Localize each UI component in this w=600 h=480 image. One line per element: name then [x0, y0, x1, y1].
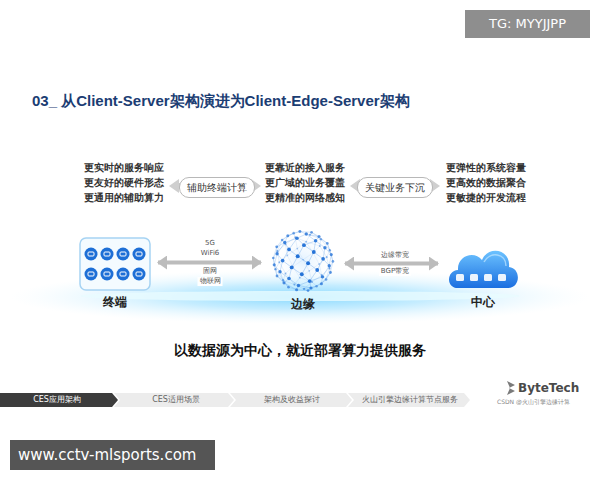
link-arrow [158, 261, 261, 265]
edge-node: 边缘 [267, 228, 339, 311]
caption: 以数据源为中心，就近部署算力提供服务 [0, 342, 600, 360]
sphere-illustration [267, 228, 339, 294]
relation-box: 辅助终端计算 [179, 177, 255, 198]
watermark: TG: MYYJJPP [465, 10, 590, 38]
nav-tab: CES应用架构 [33, 395, 81, 405]
source-note: CSDN @火山引擎边缘计算 [497, 398, 570, 406]
terminal-illustration [78, 236, 152, 292]
sphere-icon [267, 228, 339, 294]
link-label: BGP带宽 [379, 267, 411, 276]
nav-tab: 火山引擎边缘计算节点服务 [362, 395, 458, 405]
brand-name: ByteTech [518, 381, 579, 395]
link-label: 边缘带宽 [379, 251, 411, 260]
node-label: 边缘 [267, 297, 339, 311]
terminal-icon [78, 236, 152, 292]
node-label: 辅助终端计算 [187, 181, 247, 194]
feature-text: 更弹性的系统容量 [446, 161, 526, 175]
link-arrow [345, 262, 438, 266]
nav-tab: 架构及收益探讨 [264, 395, 320, 405]
link-label: 物联网 [198, 277, 223, 286]
node-label: 终端 [78, 295, 152, 309]
node-label: 中心 [444, 295, 522, 309]
nav-tab: CES适用场景 [152, 395, 200, 405]
link-label: WiFi6 [199, 249, 222, 258]
feature-text: 更通用的辅助算力 [84, 191, 164, 205]
feature-text: 更高效的数据聚合 [446, 176, 526, 190]
link-label: 固网 [201, 267, 219, 276]
relation-box: 关键业务下沉 [357, 177, 433, 198]
feature-text: 更敏捷的开发流程 [446, 191, 526, 205]
feature-text: 更靠近的接入服务 [265, 161, 345, 175]
node-label: 关键业务下沉 [365, 181, 425, 194]
center-node: 中心 [444, 240, 522, 309]
feature-text: 更实时的服务响应 [84, 161, 164, 175]
feature-text: 更精准的网络感知 [265, 191, 345, 205]
terminal-node: 终端 [78, 236, 152, 309]
feature-text: 更广域的业务覆盖 [265, 176, 345, 190]
watermark: www.cctv-mlsports.com [10, 440, 215, 470]
brand-logo [507, 381, 515, 395]
link-label: 5G [203, 239, 217, 248]
feature-text: 更友好的硬件形态 [84, 176, 164, 190]
diagram-title: 03_ 从Client-Server架构演进为Client-Edge-Serve… [32, 92, 410, 111]
cloud-illustration [444, 240, 522, 292]
cloud-icon [444, 240, 522, 292]
nav-bar [0, 393, 470, 407]
